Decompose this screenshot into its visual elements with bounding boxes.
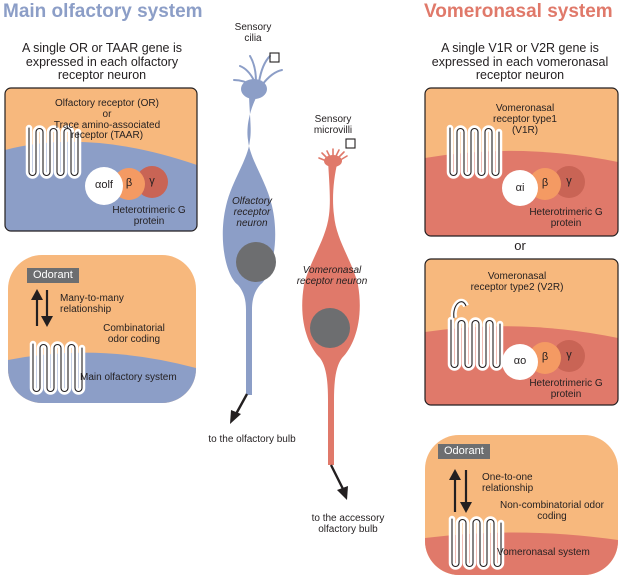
vomeronasal-intro-text: A single V1R or V2R gene is expressed in… [431,41,609,82]
main-gprotein-label: Heterotrimeric G protein [112,205,186,227]
beta-label: β [541,351,549,363]
olfactory-axon-arrow [230,393,249,424]
alpha-o-label: αo [513,355,527,367]
vomeronasal-odorant-badge: Odorant [438,444,490,459]
non-combinatorial-coding-label: Non-combinatorial odor coding [500,500,604,522]
beta-label: β [125,177,133,189]
vomeronasal-axon-arrow [329,464,348,500]
v1r-receptor-box [424,87,619,237]
vomeronasal-nucleus [310,308,350,348]
main-system-title: Main olfactory system [3,1,203,22]
vomeronasal-coding-box [425,435,618,575]
v2r-gprotein-label: Heterotrimeric G protein [529,378,603,400]
alpha-olf-subunit-icon [85,167,123,205]
alpha-i-subunit-icon [502,170,538,206]
microvilli-inset-marker [345,138,356,149]
v1r-gprotein-label: Heterotrimeric G protein [529,207,603,229]
v2r-receptor-icon [451,298,500,368]
main-system-label: Main olfactory system [80,372,177,383]
gamma-label: γ [149,175,155,187]
vomeronasal-receptor-neuron [302,138,360,500]
vomeronasal-neuron-label: Vomeronasal receptor neuron [296,265,368,287]
beta-label: β [541,177,549,189]
combinatorial-coding-label: Combinatorial odor coding [103,323,165,345]
or-text: or [514,238,526,253]
many-to-many-arrows [31,289,53,327]
gamma-label: γ [566,175,572,187]
main-receptor-box [4,87,198,232]
gamma-subunit-icon [553,166,585,198]
vomeronasal-system-title: Vomeronasal system [424,1,613,22]
cilia-inset-marker [269,52,280,63]
main-intro-text: A single OR or TAAR gene is expressed in… [21,41,183,82]
alpha-i-label: αi [515,182,525,194]
gamma-subunit-icon [553,340,585,372]
one-to-one-label: One-to-one relationship [482,472,534,494]
main-odorant-badge: Odorant [27,268,79,283]
alpha-o-subunit-icon [502,344,538,380]
vomeronasal-system-label: Vomeronasal system [497,547,590,558]
gamma-subunit-icon [136,166,168,198]
v2r-receptor-box [424,258,619,406]
v1r-label: Vomeronasal receptor type1 (V1R) [493,103,557,136]
sensory-cilia-label: Sensory cilia [234,22,272,44]
olfactory-neuron-label: Olfactory receptor neuron [231,196,272,229]
many-to-many-label: Many-to-many relationship [60,293,124,315]
sensory-microvilli-label: Sensory microvilli [313,114,353,136]
olfactory-nucleus [236,242,276,282]
gamma-label: γ [566,349,572,361]
accessory-bulb-label: to the accessory olfactory bulb [311,513,385,535]
olfactory-bulb-label: to the olfactory bulb [208,434,296,445]
alpha-olf-label: αolf [95,179,113,191]
olfactory-receptor-neuron [222,52,283,424]
or-receptor-label: Olfactory receptor (OR) or Trace amino-a… [53,98,161,142]
v2r-label: Vomeronasal receptor type2 (V2R) [470,271,564,293]
one-to-one-arrows [449,469,472,513]
